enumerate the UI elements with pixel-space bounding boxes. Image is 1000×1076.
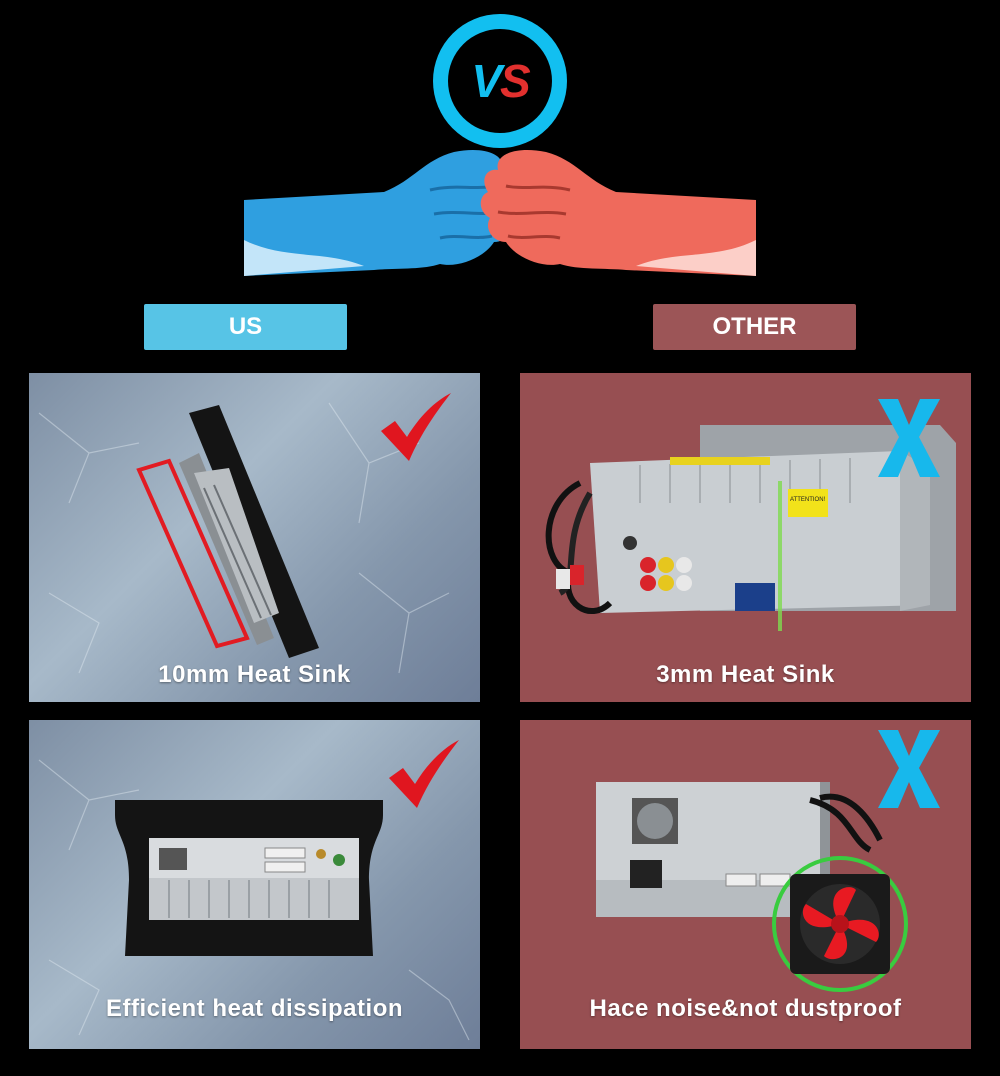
us-heat-sink-panel: 10mm Heat Sink bbox=[29, 373, 480, 702]
unit-with-fan-illustration bbox=[596, 782, 908, 992]
x-icon bbox=[878, 730, 940, 808]
check-icon bbox=[381, 393, 451, 461]
x-icon bbox=[878, 399, 940, 477]
panel-caption: 3mm Heat Sink bbox=[656, 661, 835, 688]
us-label: US bbox=[144, 304, 347, 350]
us-heat-dissipation-panel: Efficient heat dissipation bbox=[29, 720, 480, 1049]
other-noise-panel: Hace noise&not dustproof bbox=[520, 720, 971, 1049]
attention-sticker: ATTENTION! bbox=[790, 497, 826, 503]
unit-back-illustration bbox=[38, 759, 470, 1041]
vs-letter-s: S bbox=[500, 55, 531, 107]
panel-caption: Efficient heat dissipation bbox=[105, 995, 404, 1022]
fist-bump-illustration bbox=[244, 150, 756, 276]
vs-letter-v: V bbox=[471, 55, 502, 107]
other-label: OTHER bbox=[653, 304, 856, 350]
panel-caption: 10mm Heat Sink bbox=[158, 661, 351, 688]
panel-caption: Hace noise&not dustproof bbox=[589, 995, 902, 1022]
check-icon bbox=[389, 740, 459, 808]
angled-unit-illustration bbox=[38, 402, 450, 674]
other-heat-sink-panel: ATTENTION! 3mm Heat Sink bbox=[520, 373, 971, 702]
